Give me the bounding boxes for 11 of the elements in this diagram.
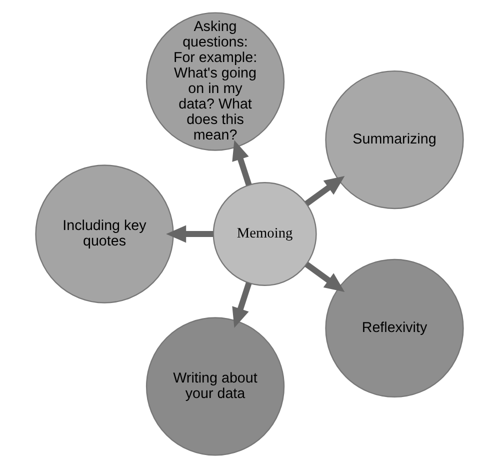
node-circle: Writing about your data [145,317,284,456]
node-circle: Asking questions: For example: What's going on in my data? What does this mean? [145,12,284,151]
arrow [304,176,344,206]
arrow [232,282,252,328]
node-circle: Reflexivity [324,258,464,398]
arrow [304,262,344,292]
node-circle: Memoing [212,182,316,286]
node-circle: Summarizing [324,70,464,210]
arrow [166,225,213,243]
node-circle: Including key quotes [34,164,174,304]
arrow [232,140,252,186]
